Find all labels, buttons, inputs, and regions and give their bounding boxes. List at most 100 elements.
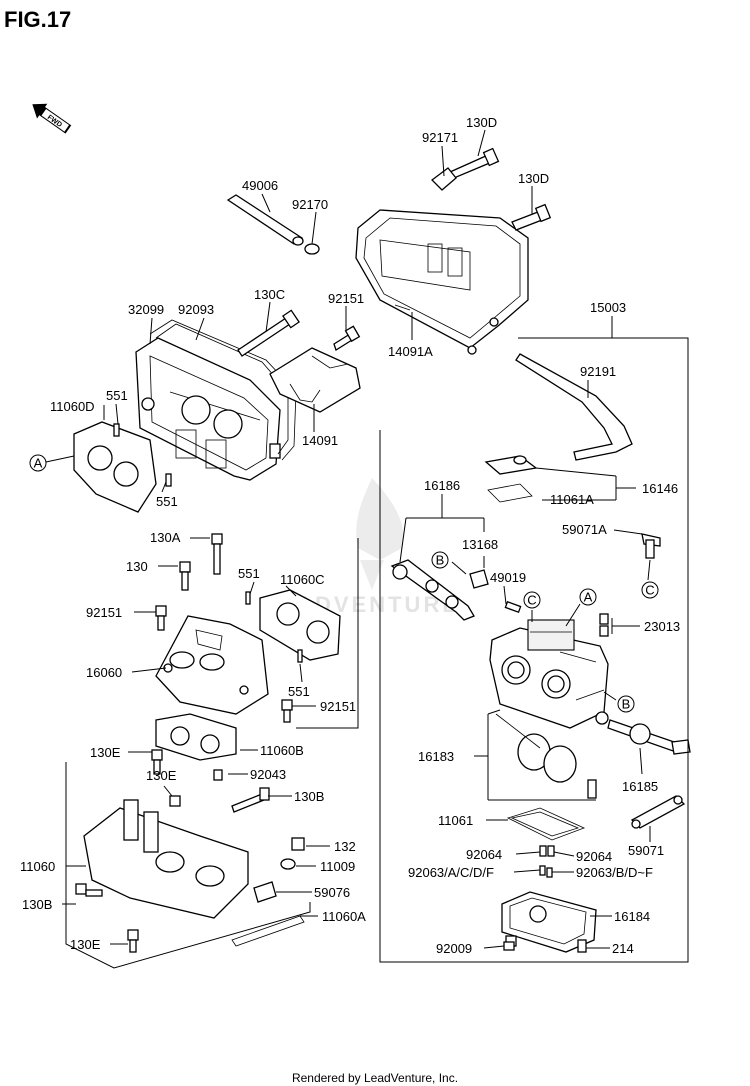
washer-11009	[280, 858, 296, 870]
part-label: 92064	[466, 847, 502, 862]
float-16183	[495, 713, 597, 799]
part-label: 214	[612, 941, 634, 956]
bolt-92151-left	[155, 605, 167, 631]
svg-text:C: C	[527, 593, 536, 608]
plug-132	[291, 837, 305, 851]
part-label: 92151	[320, 699, 356, 714]
reference-circle-b: B	[431, 551, 449, 569]
part-label: 551	[238, 566, 260, 581]
part-label: 49019	[490, 570, 526, 585]
part-label: 92170	[292, 197, 328, 212]
plate-16146	[484, 455, 538, 475]
reference-circle-c: C	[0, 0, 9, 3]
part-label: 132	[334, 839, 356, 854]
dowel-551-a	[113, 423, 120, 437]
intake-11060	[83, 799, 249, 919]
part-label: 130E	[146, 768, 177, 783]
part-label: 59076	[314, 885, 350, 900]
part-label: 92093	[178, 302, 214, 317]
part-label: 130D	[518, 171, 549, 186]
part-label: 11061	[438, 813, 473, 828]
footer-credit: Rendered by LeadVenture, Inc.	[292, 1071, 458, 1085]
bolt-92151-right	[281, 699, 293, 723]
carburetor-assembly-frame	[379, 337, 689, 963]
reference-circle-c: C	[523, 591, 541, 609]
bolt-130d-lower	[511, 203, 552, 231]
bolt-130e-upper	[151, 749, 163, 775]
screw-49019	[504, 600, 522, 614]
clip-92171	[431, 167, 457, 191]
gasket-11061	[506, 807, 586, 841]
part-label: 92063/B/D~F	[576, 865, 653, 880]
part-label: 11060A	[322, 909, 366, 924]
part-label: 92151	[328, 291, 364, 306]
part-labels: 130D 92171 130D 49006 92170 130C 92151 3…	[20, 115, 680, 956]
lever-16186	[469, 569, 489, 589]
bolt-130b-right	[231, 787, 270, 813]
collar-92043	[213, 769, 223, 781]
bolt-130e-lower	[127, 929, 139, 953]
reference-circle-a: A	[579, 588, 597, 606]
bolt-130e-mid	[169, 795, 181, 807]
part-label: 92063/A/C/D/F	[408, 865, 494, 880]
reference-circle-b: B	[617, 695, 635, 713]
part-label: 130C	[254, 287, 285, 302]
svg-text:C: C	[0, 0, 9, 3]
part-label: 11061A	[550, 492, 594, 507]
part-label: 92191	[580, 364, 616, 379]
part-label: 551	[106, 388, 128, 403]
gasket-11060d	[73, 421, 157, 513]
air-box-cover-drawing	[355, 209, 529, 355]
part-label: 59071A	[562, 522, 607, 537]
shaft-13168	[390, 559, 475, 621]
bolt-92151-top	[333, 325, 361, 351]
intake-assembly-frame	[65, 762, 311, 969]
part-label: 551	[288, 684, 310, 699]
fwd-direction-icon: FWD	[32, 103, 72, 134]
part-59076	[253, 881, 277, 903]
dowel-551-c	[245, 591, 251, 605]
lever-59071	[630, 795, 686, 829]
bolt-130	[179, 561, 191, 591]
part-label: 15003	[590, 300, 626, 315]
part-label: 16186	[424, 478, 460, 493]
part-label: 130E	[90, 745, 121, 760]
part-label: 16185	[622, 779, 658, 794]
part-label: 130	[126, 559, 148, 574]
screw-23013	[599, 613, 609, 637]
svg-text:A: A	[34, 456, 43, 471]
part-label: 49006	[242, 178, 278, 193]
gasket-11060b	[155, 713, 237, 761]
bolt-130c	[237, 309, 300, 357]
bolt-130b-left	[75, 883, 103, 897]
part-label: 130E	[70, 937, 101, 952]
part-label: 92043	[250, 767, 286, 782]
gasket-11060a	[231, 915, 305, 947]
svg-text:C: C	[645, 583, 654, 598]
svg-text:B: B	[622, 697, 631, 712]
gasket-11060c	[259, 589, 341, 661]
part-label: 13168	[462, 537, 498, 552]
part-label: 16060	[86, 665, 122, 680]
bolt-130d-upper	[449, 147, 500, 179]
reference-circle-a: A	[29, 454, 47, 472]
part-label: 130D	[466, 115, 497, 130]
reference-circle-c: C	[641, 581, 659, 599]
part-label: 11060	[20, 859, 55, 874]
part-label: 23013	[644, 619, 680, 634]
bracket-14091	[269, 347, 361, 413]
fwd-label: FWD	[46, 114, 63, 129]
svg-text:A: A	[584, 590, 593, 605]
part-label: 92151	[86, 605, 122, 620]
fitting-59071a	[641, 533, 661, 559]
hose-92191	[515, 353, 633, 461]
carburetor-body-drawing	[489, 619, 609, 729]
part-label: 92064	[576, 849, 612, 864]
part-label: 16184	[614, 909, 650, 924]
figure-title: FIG.17	[4, 7, 71, 32]
dowel-551-d	[297, 649, 303, 663]
jets-92064	[539, 845, 555, 857]
part-label: 14091A	[388, 344, 433, 359]
part-label: 59071	[628, 843, 664, 858]
